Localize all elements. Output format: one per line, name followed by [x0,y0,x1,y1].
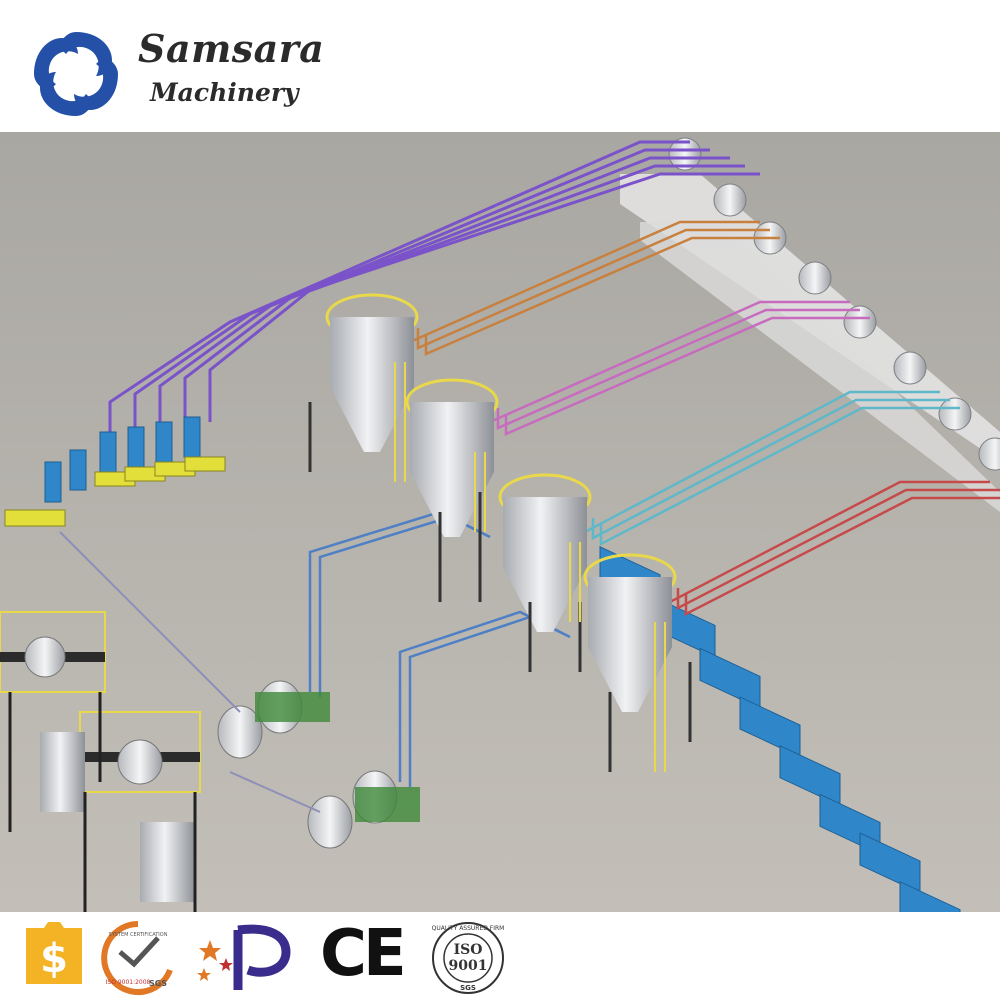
iso-9001-seal-icon: QUALITY ASSURED FIRM ISO 9001 SGS [432,922,505,994]
sgs-iso-9001-2008-icon: SYSTEM CERTIFICATION ISO 9001:2008 SGS [101,921,173,995]
cert-iso-text: ISO 9001:2008 [106,979,151,986]
cert-top-text: SYSTEM CERTIFICATION [109,932,168,938]
vacuum-pumps [4,416,226,527]
certification-bar: $ SYSTEM CERTIFICATION ISO 9001:2008 SGS… [0,912,1000,1000]
material-bins [217,680,420,849]
brand-subtitle: Machinery [150,78,299,107]
seal-number-text: 9001 [449,958,488,974]
storage-silos [308,293,692,772]
svg-text:$: $ [40,936,68,982]
mixing-stations [0,611,201,912]
brand-name: Samsara [138,26,325,71]
transfer-lines [59,531,321,813]
seal-iso-text: ISO [454,942,483,958]
swirl-logo-icon [34,32,118,116]
header: Samsara Machinery [0,0,1000,132]
floor [0,132,1000,912]
seal-ring-text: QUALITY ASSURED FIRM [432,925,505,932]
ce-mark-icon: CE [320,917,407,991]
cert-sgs-text: SGS [149,979,167,988]
shield-dollar-icon: $ [26,922,82,984]
conveying-system-illustration [0,132,1000,912]
stars-p-icon [197,924,291,990]
seal-sgs-text: SGS [460,984,476,992]
purple-pipes [108,140,760,442]
ce-mark-text: CE [320,917,407,991]
